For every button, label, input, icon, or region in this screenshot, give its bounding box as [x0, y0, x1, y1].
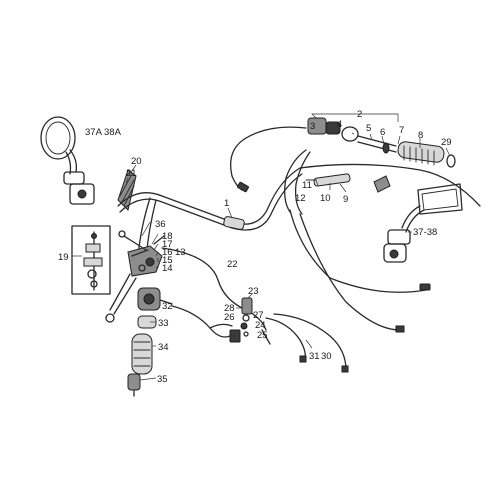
callout-24: 24	[255, 320, 266, 331]
callout-30: 30	[321, 351, 332, 362]
right-mirror	[383, 183, 463, 263]
callout-22: 22	[227, 259, 238, 270]
callout-11: 11	[302, 180, 312, 191]
callout-labels: 2 3 4 5 6 7 8 29 37A 38A 20 21 1 11 12 1…	[58, 109, 452, 385]
clutch-lever	[105, 273, 137, 323]
callout-3: 3	[310, 121, 315, 132]
callout-4: 4	[337, 119, 342, 130]
cables-30-31	[265, 313, 349, 373]
callout-18: 18	[162, 231, 173, 242]
callout-21: 21	[126, 168, 137, 179]
stop-switch-wire	[171, 305, 241, 343]
left-mirror	[40, 116, 95, 205]
callout-20: 20	[131, 156, 142, 167]
callout-32: 32	[162, 301, 173, 312]
callout-27: 27	[253, 310, 264, 321]
detail-box-19	[71, 225, 111, 295]
callout-8: 8	[418, 130, 423, 141]
callout-17: 17	[162, 239, 173, 250]
right-grip-assembly	[307, 113, 456, 193]
main-harness	[117, 167, 303, 345]
callout-37-38: 37-38	[413, 227, 437, 238]
callout-9: 9	[343, 194, 348, 205]
callout-33: 33	[158, 318, 169, 329]
callout-13: 13	[175, 247, 186, 258]
callout-31: 31	[309, 351, 320, 362]
small-switch-parts	[236, 293, 253, 337]
callout-15: 15	[162, 255, 173, 266]
callout-19: 19	[58, 252, 69, 263]
callout-1: 1	[224, 198, 229, 209]
clamp-bracket	[117, 164, 137, 211]
callout-14: 14	[162, 263, 173, 274]
left-grip-parts	[127, 287, 173, 397]
callout-7: 7	[399, 125, 404, 136]
callout-23: 23	[248, 286, 259, 297]
callout-37a-38a: 37A 38A	[85, 127, 122, 138]
callout-36: 36	[155, 219, 166, 230]
callout-26: 26	[224, 312, 235, 323]
left-switch-group	[118, 221, 165, 277]
callout-28: 28	[224, 303, 235, 314]
top-loop-cable	[229, 126, 307, 193]
callout-2: 2	[357, 109, 362, 120]
callout-12: 12	[295, 193, 306, 204]
callout-29: 29	[441, 137, 452, 148]
callout-10: 10	[320, 193, 331, 204]
callout-6: 6	[380, 127, 385, 138]
callout-5: 5	[366, 123, 371, 134]
callout-35: 35	[157, 374, 168, 385]
callout-16: 16	[162, 247, 173, 258]
callout-34: 34	[158, 342, 169, 353]
callout-25: 25	[257, 330, 268, 341]
